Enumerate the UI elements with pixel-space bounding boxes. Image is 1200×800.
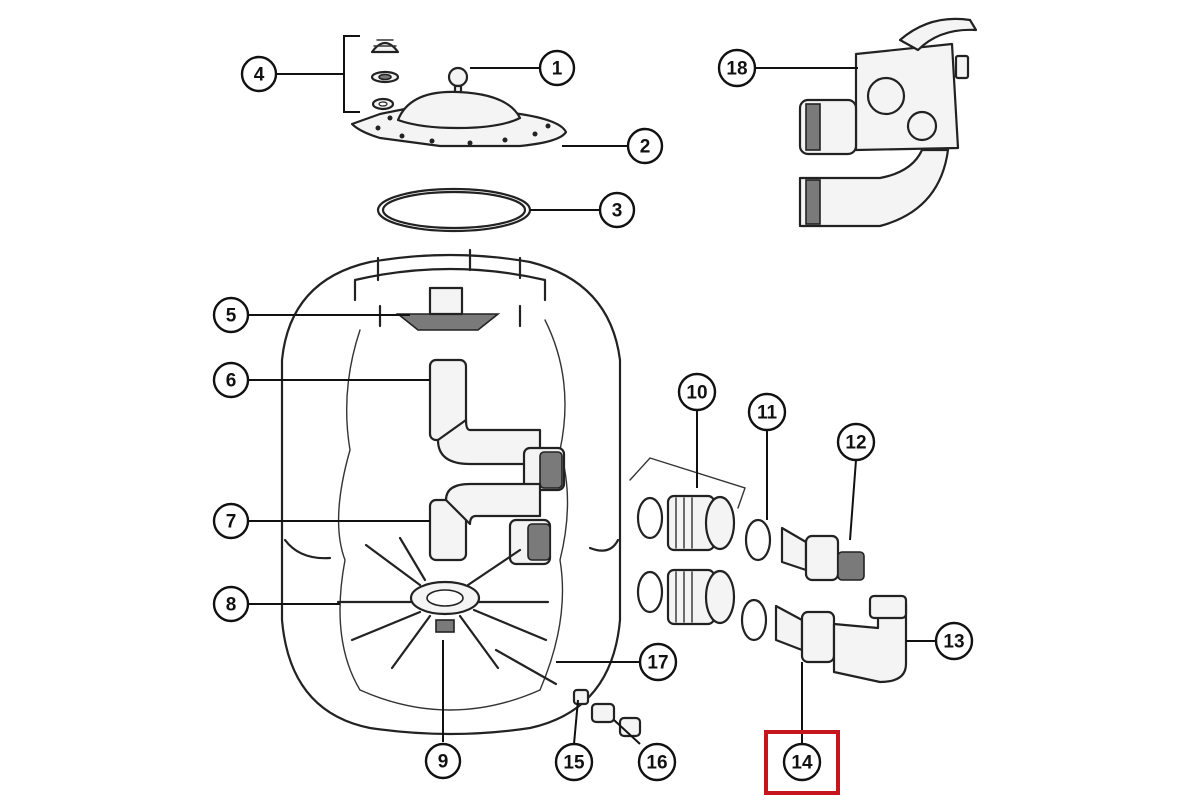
callout-18-label: 18	[726, 59, 747, 80]
callout-1: 1	[538, 49, 576, 87]
part-12-union	[780, 526, 865, 582]
callout-14: 14	[782, 742, 822, 782]
callout-11: 11	[747, 392, 787, 432]
callout-7-label: 7	[226, 512, 237, 533]
callout-17-label: 17	[647, 653, 668, 674]
callout-10-label: 10	[686, 383, 707, 404]
callout-11-label: 11	[757, 403, 778, 424]
part-18-multiport-valve	[798, 17, 978, 228]
callout-15: 15	[554, 742, 594, 782]
callout-4-label: 4	[254, 65, 265, 86]
callout-6: 6	[212, 361, 250, 399]
callout-13-label: 13	[943, 632, 964, 653]
callout-14-label: 14	[791, 753, 813, 774]
part-2-lid	[350, 90, 568, 148]
callout-17: 17	[638, 642, 678, 682]
part-17-drain-pipe	[494, 648, 558, 686]
callout-10: 10	[677, 372, 717, 412]
callout-16-label: 16	[646, 753, 667, 774]
part-8-laterals	[336, 536, 550, 670]
part-14-union	[774, 604, 836, 664]
callout-6-label: 6	[226, 371, 237, 392]
callout-1-label: 1	[552, 59, 563, 80]
callout-12-label: 12	[845, 433, 866, 454]
callout-3-label: 3	[612, 201, 623, 222]
part-6-central-pipe	[428, 358, 566, 492]
callout-2-label: 2	[640, 137, 651, 158]
callout-9: 9	[424, 742, 462, 780]
callout-18: 18	[717, 48, 757, 88]
callout-13: 13	[934, 621, 974, 661]
part-10-connectors	[629, 457, 746, 626]
callout-5: 5	[212, 296, 250, 334]
callout-14-highlight-box	[764, 730, 840, 795]
callout-4: 4	[240, 55, 278, 93]
part-11-o-rings	[740, 518, 772, 642]
callout-8-label: 8	[226, 595, 237, 616]
part-15-drain-nut	[572, 688, 590, 706]
part-13-elbow	[832, 594, 908, 684]
part-5-diffuser	[395, 286, 501, 331]
callout-3: 3	[598, 191, 636, 229]
callout-5-label: 5	[226, 306, 237, 327]
part-7-lower-pipe	[428, 482, 552, 566]
part-4-small-parts	[370, 39, 400, 111]
part-3-o-ring	[376, 187, 532, 233]
leader-lines	[248, 35, 936, 745]
callout-7: 7	[212, 502, 250, 540]
callout-15-label: 15	[563, 753, 585, 774]
callout-12: 12	[836, 422, 876, 462]
part-16-drain-cap	[590, 702, 642, 738]
callout-16: 16	[637, 742, 677, 782]
callout-2: 2	[626, 127, 664, 165]
callout-9-label: 9	[438, 752, 449, 773]
tank-body	[280, 248, 622, 736]
callout-8: 8	[212, 585, 250, 623]
